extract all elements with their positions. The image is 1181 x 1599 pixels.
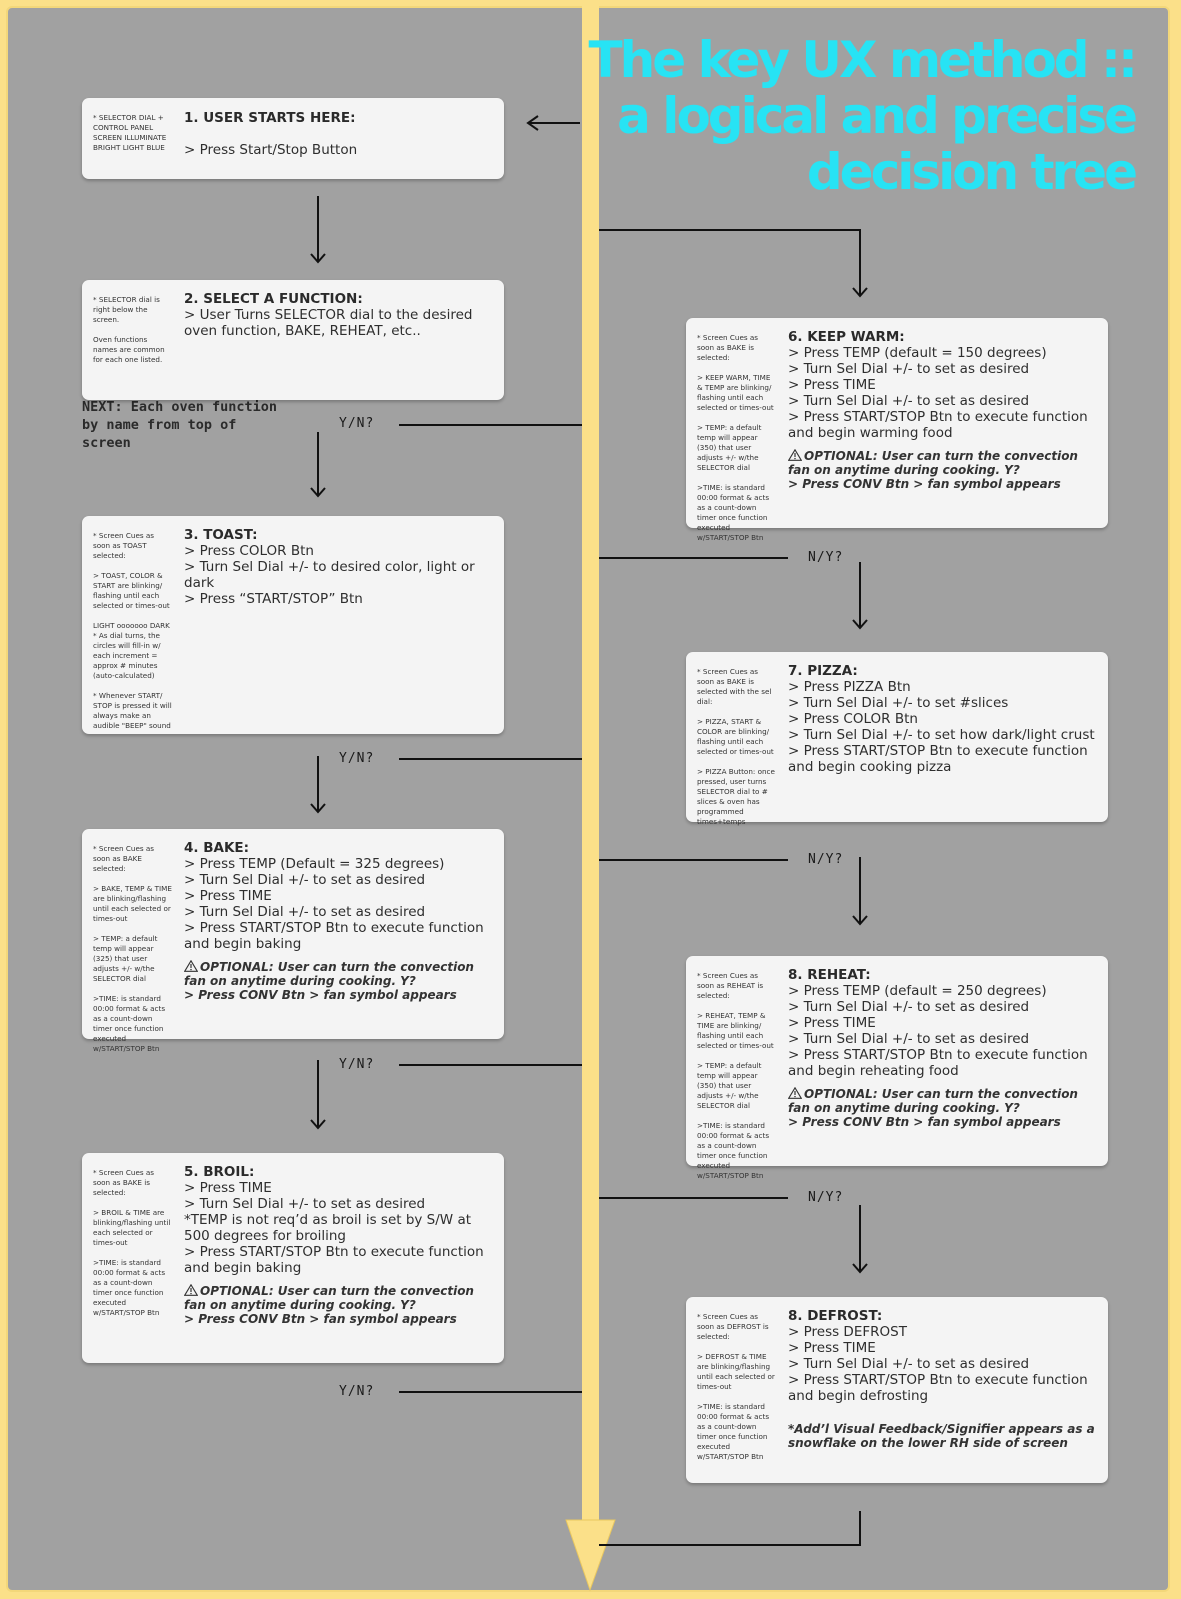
card-broil: * Screen Cues as soon as BAKE is selecte… bbox=[82, 1153, 504, 1363]
warning-triangle-icon bbox=[184, 960, 198, 972]
title-line-1: The key UX method :: bbox=[588, 31, 1138, 89]
card-optional: OPTIONAL: User can turn the convection f… bbox=[184, 960, 474, 1002]
card-steps: > Press Start/Stop Button bbox=[184, 142, 358, 158]
card-cue: * Screen Cues as soon as DEFROST is sele… bbox=[697, 1312, 775, 1461]
card-steps: > Press DEFROST > Press TIME > Turn Sel … bbox=[788, 1324, 1088, 1404]
arrowhead-start bbox=[526, 115, 539, 131]
card-steps: > Press TEMP (default = 150 degrees) > T… bbox=[788, 345, 1088, 441]
card-pizza: * Screen Cues as soon as BAKE is selecte… bbox=[686, 652, 1108, 826]
card-title: 8. REHEAT: bbox=[788, 967, 871, 983]
card-optional: *Add’l Visual Feedback/Signifier appears… bbox=[788, 1422, 1095, 1450]
decision-label: N/Y? bbox=[808, 852, 844, 867]
card-title: 5. BROIL: bbox=[184, 1164, 255, 1180]
card-title: 1. USER STARTS HERE: bbox=[184, 110, 356, 126]
card-cue: * Screen Cues as soon as REHEAT is selec… bbox=[697, 971, 774, 1180]
card-reheat: * Screen Cues as soon as REHEAT is selec… bbox=[686, 956, 1108, 1180]
spine-arrowhead bbox=[565, 1519, 616, 1592]
card-defrost: * Screen Cues as soon as DEFROST is sele… bbox=[686, 1297, 1108, 1483]
card-steps: > Press PIZZA Btn > Turn Sel Dial +/- to… bbox=[788, 679, 1095, 775]
title-line-2: a logical and precise bbox=[617, 87, 1138, 145]
card-cue: * SELECTOR dial is right below the scree… bbox=[93, 295, 165, 364]
card-steps: > Press TEMP (Default = 325 degrees) > T… bbox=[184, 856, 484, 952]
card-title: 7. PIZZA: bbox=[788, 663, 858, 679]
decision-label: Y/N? bbox=[339, 751, 375, 766]
card-optional: OPTIONAL: User can turn the convection f… bbox=[788, 1087, 1078, 1129]
card-cue: * Screen Cues as soon as BAKE is selecte… bbox=[697, 333, 774, 542]
card-bake: * Screen Cues as soon as BAKE selected: … bbox=[82, 829, 504, 1053]
card-steps: > Press TEMP (default = 250 degrees) > T… bbox=[788, 983, 1088, 1079]
card-cue: * Screen Cues as soon as BAKE is selecte… bbox=[93, 1168, 171, 1317]
next-note: NEXT: Each oven function by name from to… bbox=[82, 399, 278, 451]
card-steps: > Press TIME > Turn Sel Dial +/- to set … bbox=[184, 1180, 484, 1276]
warning-triangle-icon bbox=[788, 449, 802, 461]
card-select-function: * SELECTOR dial is right below the scree… bbox=[82, 280, 504, 400]
title-line-3: decision tree bbox=[806, 143, 1138, 201]
card-cue: * Screen Cues as soon as BAKE is selecte… bbox=[697, 667, 775, 826]
main-flow-spine bbox=[582, 6, 599, 1521]
card-cue: * SELECTOR DIAL + CONTROL PANEL SCREEN I… bbox=[93, 113, 167, 152]
card-cue: * Screen Cues as soon as TOAST selected:… bbox=[93, 531, 172, 730]
decision-label: Y/N? bbox=[339, 416, 375, 431]
decision-label: N/Y? bbox=[808, 1190, 844, 1205]
card-optional: OPTIONAL: User can turn the convection f… bbox=[184, 1284, 474, 1326]
card-title: 6. KEEP WARM: bbox=[788, 329, 905, 345]
card-optional: OPTIONAL: User can turn the convection f… bbox=[788, 449, 1078, 491]
card-title: 8. DEFROST: bbox=[788, 1308, 883, 1324]
card-toast: * Screen Cues as soon as TOAST selected:… bbox=[82, 516, 504, 734]
card-steps: > User Turns SELECTOR dial to the desire… bbox=[184, 307, 473, 339]
card-title: 2. SELECT A FUNCTION: bbox=[184, 291, 363, 307]
card-start: * SELECTOR DIAL + CONTROL PANEL SCREEN I… bbox=[82, 98, 504, 179]
decision-label: Y/N? bbox=[339, 1057, 375, 1072]
card-title: 4. BAKE: bbox=[184, 840, 250, 856]
card-cue: * Screen Cues as soon as BAKE selected: … bbox=[93, 844, 172, 1053]
card-title: 3. TOAST: bbox=[184, 527, 258, 543]
decision-label: N/Y? bbox=[808, 550, 844, 565]
page-title: The key UX method :: a logical and preci… bbox=[575, 31, 1138, 201]
decision-label: Y/N? bbox=[339, 1384, 375, 1399]
card-keep-warm: * Screen Cues as soon as BAKE is selecte… bbox=[686, 318, 1108, 542]
warning-triangle-icon bbox=[184, 1284, 198, 1296]
warning-triangle-icon bbox=[788, 1087, 802, 1099]
card-steps: > Press COLOR Btn > Turn Sel Dial +/- to… bbox=[184, 543, 475, 607]
